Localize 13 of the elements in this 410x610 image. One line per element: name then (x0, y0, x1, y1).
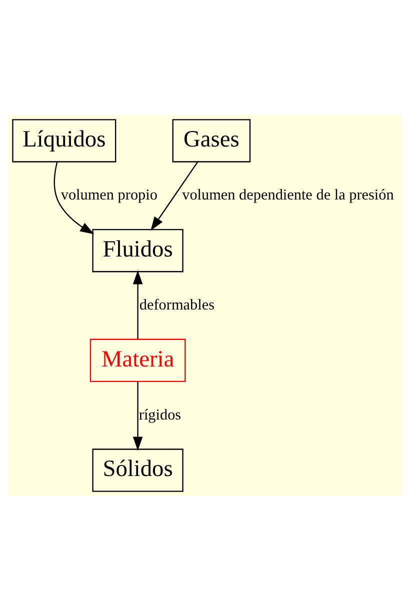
node-box: Líquidos (12, 118, 116, 162)
arrow (132, 381, 143, 450)
arrow (150, 161, 198, 230)
edge-label: volumen dependiente de la presión (182, 186, 394, 204)
arrow (54, 162, 94, 234)
arrow (132, 270, 143, 339)
node-box: Materia (90, 338, 186, 382)
edge-label: rígidos (138, 406, 182, 423)
edge-label: deformables (139, 296, 214, 313)
node-box: Gases (172, 118, 251, 162)
edge-label: volumen propio (60, 186, 158, 204)
node-box: Sólidos (92, 448, 184, 492)
node-box: Fluidos (92, 228, 184, 272)
